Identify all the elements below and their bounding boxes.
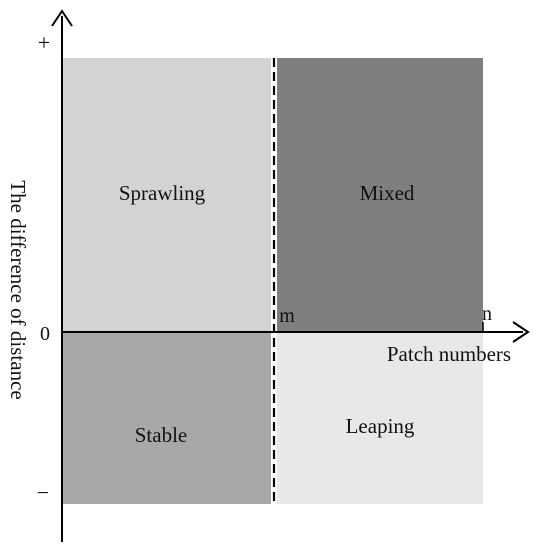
- y-axis-title: The difference of distance: [6, 180, 30, 399]
- x-marker-n: n: [482, 303, 492, 325]
- label-leaping: Leaping: [346, 414, 415, 438]
- y-axis-arrow-icon: [51, 9, 73, 27]
- label-mixed: Mixed: [360, 181, 415, 205]
- quadrant-mixed: [274, 58, 483, 332]
- label-stable: Stable: [135, 423, 188, 447]
- y-zero-label: 0: [40, 323, 50, 345]
- x-axis-title: Patch numbers: [387, 342, 511, 366]
- quadrant-stable: [62, 332, 274, 504]
- x-marker-m: m: [279, 305, 295, 327]
- y-plus-label: +: [38, 30, 50, 55]
- y-minus-label: −: [37, 480, 49, 505]
- x-axis-arrow-icon: [512, 321, 530, 343]
- quadrant-sprawling: [62, 58, 274, 332]
- label-sprawling: Sprawling: [119, 181, 206, 205]
- quadrant-leaping: [274, 332, 483, 504]
